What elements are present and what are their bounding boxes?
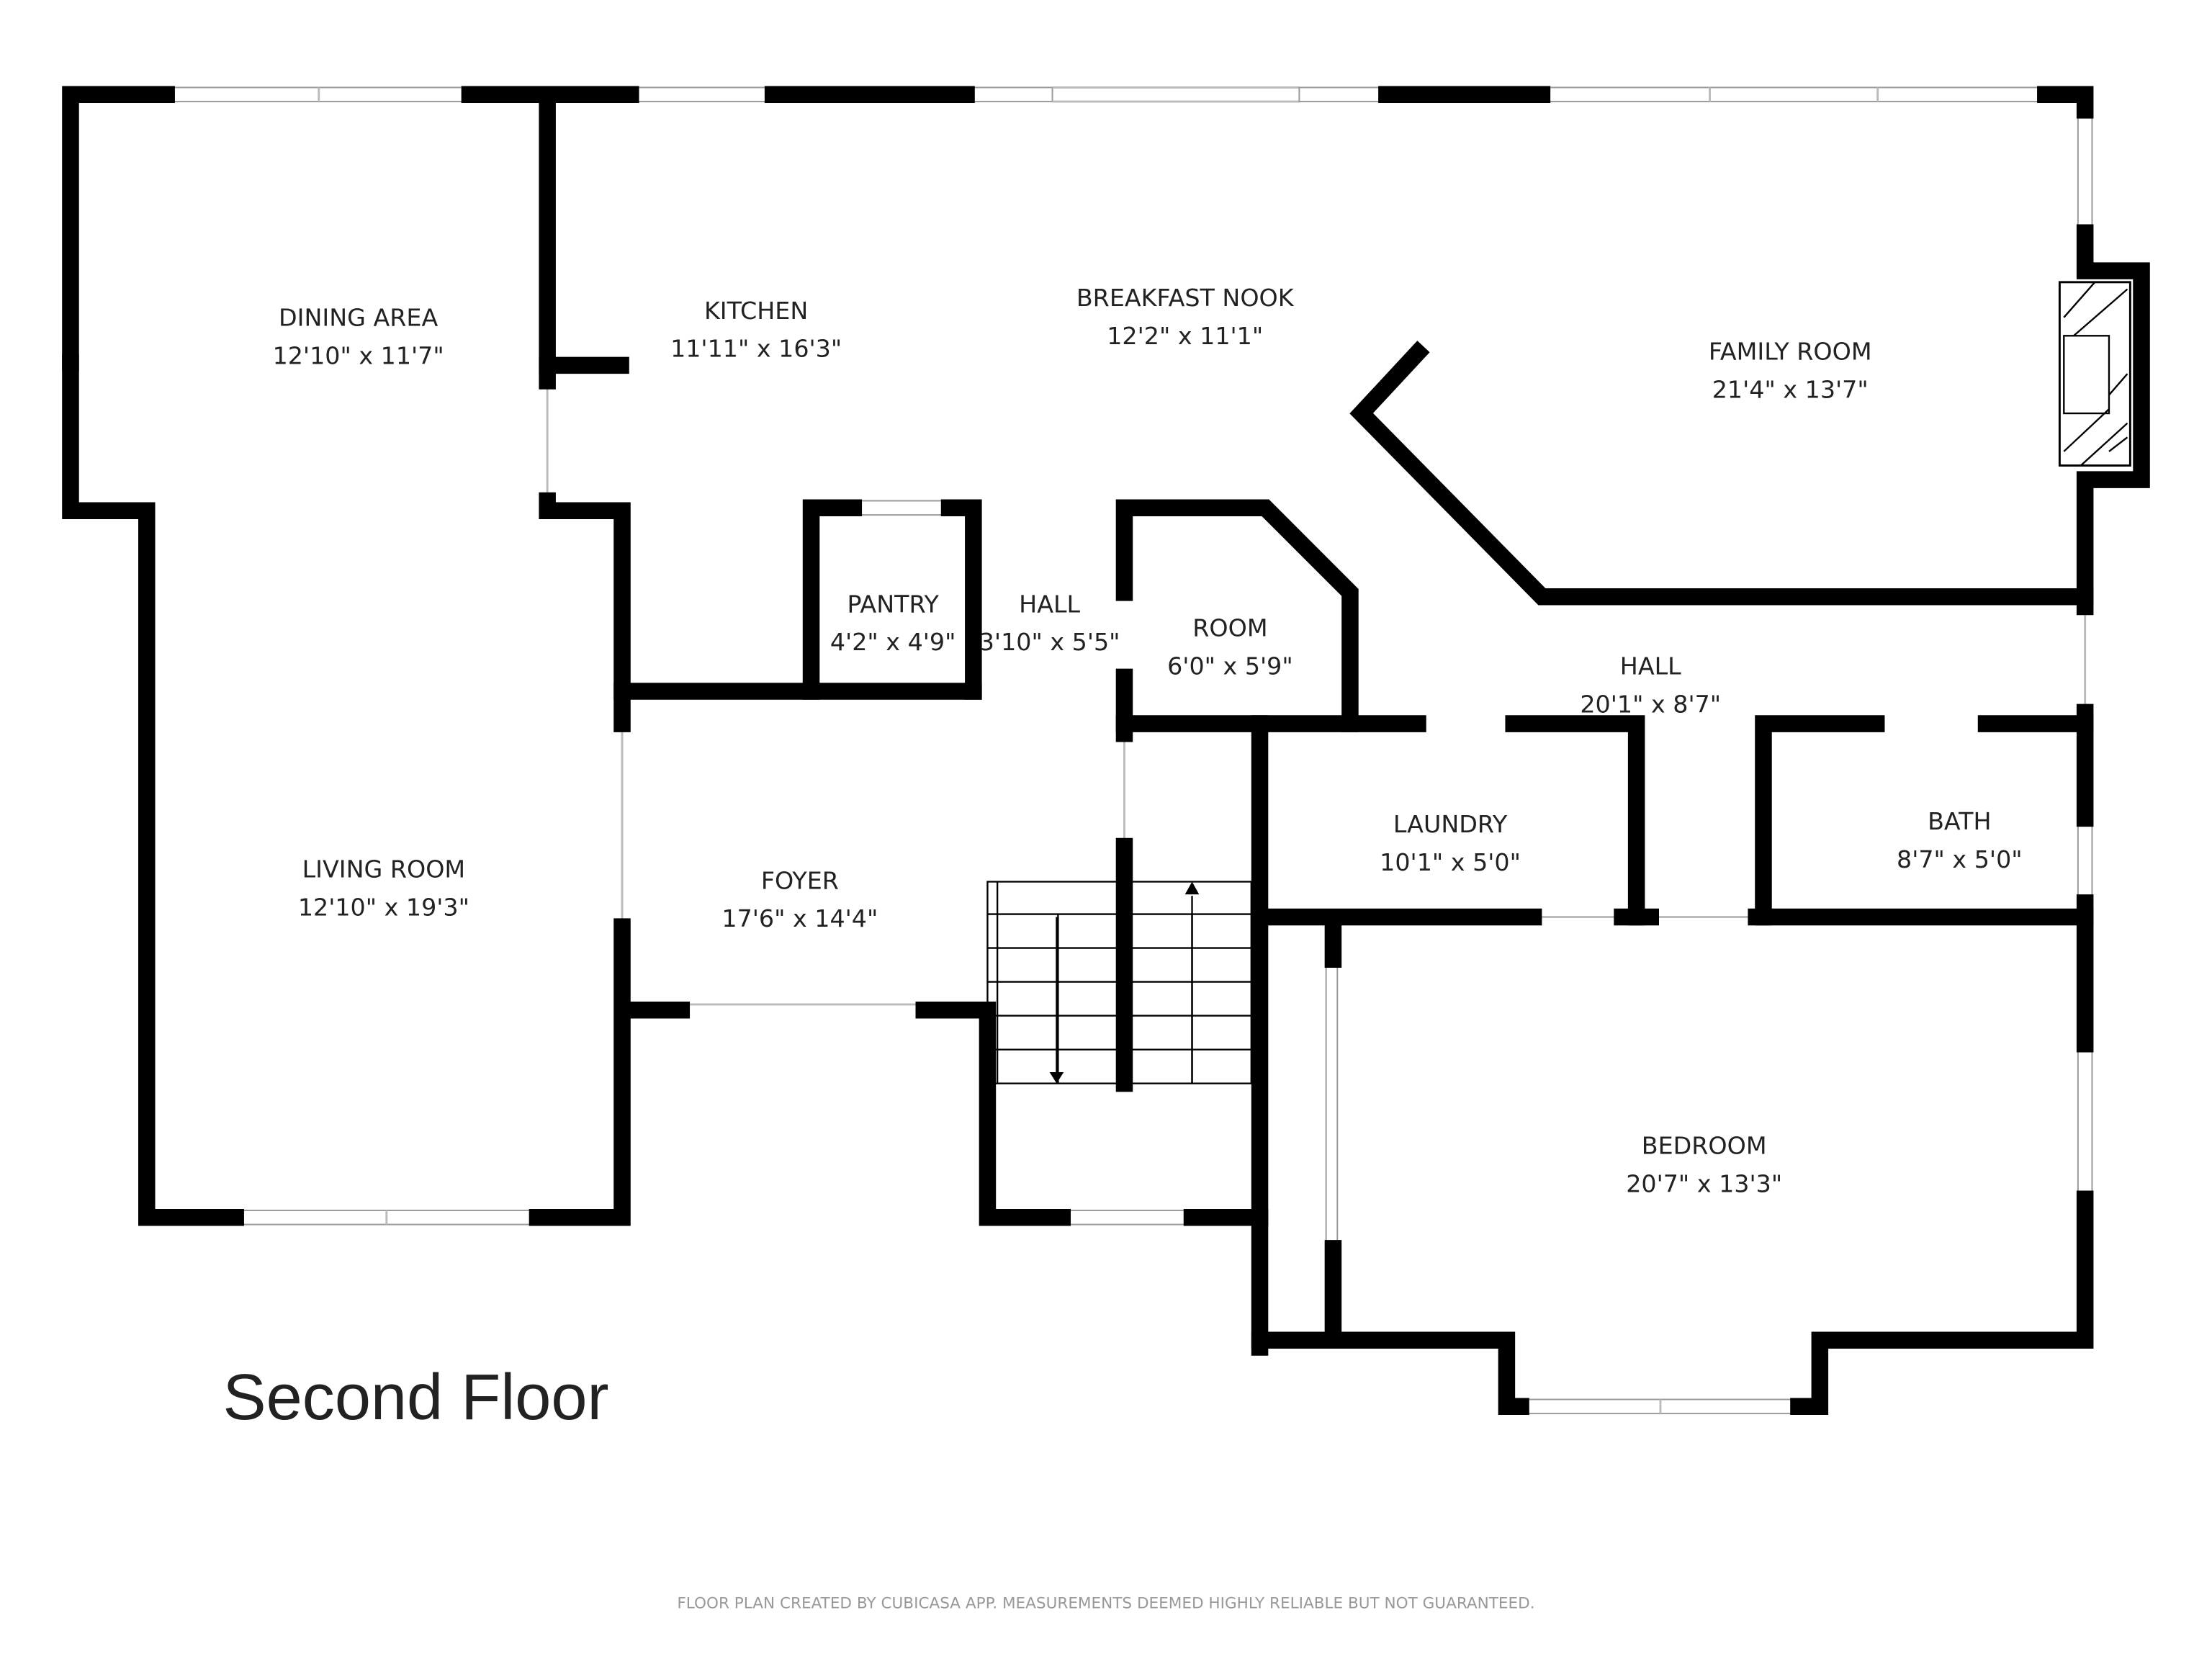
- room-size: 3'10" x 5'5": [979, 628, 1120, 656]
- room-size: 6'0" x 5'9": [1167, 652, 1293, 680]
- room-size: 20'7" x 13'3": [1626, 1170, 1782, 1198]
- room-name: FOYER: [761, 866, 839, 894]
- fireplace: [2058, 281, 2131, 467]
- room-size: 12'10" x 11'7": [273, 341, 444, 369]
- footer-disclaimer: FLOOR PLAN CREATED BY CUBICASA APP. MEAS…: [677, 1594, 1534, 1612]
- room-size: 11'11" x 16'3": [670, 335, 842, 363]
- room-size: 10'1" x 5'0": [1380, 848, 1521, 876]
- room-name: BEDROOM: [1642, 1132, 1767, 1160]
- room-size: 8'7" x 5'0": [1897, 845, 2023, 873]
- room-name: KITCHEN: [704, 297, 808, 325]
- room-size: 12'2" x 11'1": [1107, 322, 1263, 350]
- room-name: HALL: [1019, 590, 1080, 618]
- room-size: 20'1" x 8'7": [1580, 690, 1721, 718]
- room-size: 12'10" x 19'3": [298, 894, 469, 922]
- room-name: DINING AREA: [279, 304, 438, 332]
- room-name: FAMILY ROOM: [1709, 338, 1872, 366]
- room-size: 17'6" x 14'4": [721, 904, 878, 932]
- room-name: BATH: [1928, 807, 1991, 835]
- room-name: LIVING ROOM: [302, 855, 466, 884]
- room-name: LAUNDRY: [1393, 810, 1508, 838]
- floor-title: Second Floor: [223, 1361, 609, 1434]
- room-name: ROOM: [1192, 614, 1267, 642]
- staircase: [986, 881, 1252, 1084]
- room-labels: DINING AREA 12'10" x 11'7" KITCHEN 11'11…: [273, 284, 2023, 1197]
- room-name: PANTRY: [847, 590, 939, 618]
- room-size: 21'4" x 13'7": [1712, 375, 1869, 403]
- room-size: 4'2" x 4'9": [830, 628, 956, 656]
- room-name: HALL: [1620, 652, 1681, 680]
- walls: [62, 86, 2150, 1416]
- room-name: BREAKFAST NOOK: [1076, 284, 1295, 312]
